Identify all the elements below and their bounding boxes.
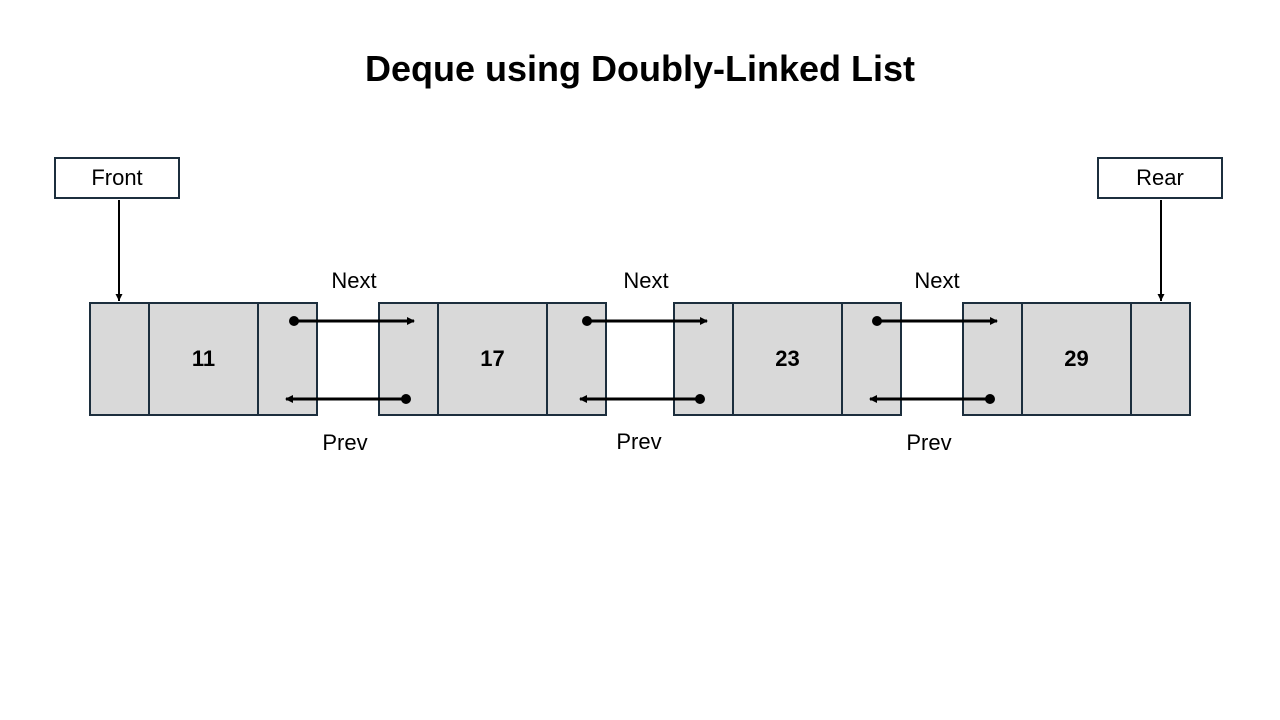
rear-pointer-box: Rear (1097, 157, 1223, 199)
list-node-4: 29 (962, 302, 1191, 416)
prev-label-2: Prev (616, 429, 662, 454)
node-value: 11 (148, 304, 259, 414)
list-node-2: 17 (378, 302, 607, 416)
prev-pointer-cell (91, 304, 148, 414)
prev-pointer-cell (380, 304, 437, 414)
node-value: 29 (1021, 304, 1132, 414)
list-node-3: 23 (673, 302, 902, 416)
next-label-1: Next (331, 268, 377, 293)
next-pointer-cell (259, 304, 316, 414)
prev-label-1: Prev (322, 430, 368, 455)
next-pointer-cell (1132, 304, 1189, 414)
prev-pointer-cell (675, 304, 732, 414)
next-pointer-cell (843, 304, 900, 414)
prev-label-3: Prev (906, 430, 952, 455)
node-value: 17 (437, 304, 548, 414)
next-label-3: Next (914, 268, 960, 293)
node-value: 23 (732, 304, 843, 414)
next-label-2: Next (623, 268, 669, 293)
page-title: Deque using Doubly-Linked List (364, 48, 916, 89)
next-pointer-cell (548, 304, 605, 414)
front-pointer-box: Front (54, 157, 180, 199)
prev-pointer-cell (964, 304, 1021, 414)
list-node-1: 11 (89, 302, 318, 416)
